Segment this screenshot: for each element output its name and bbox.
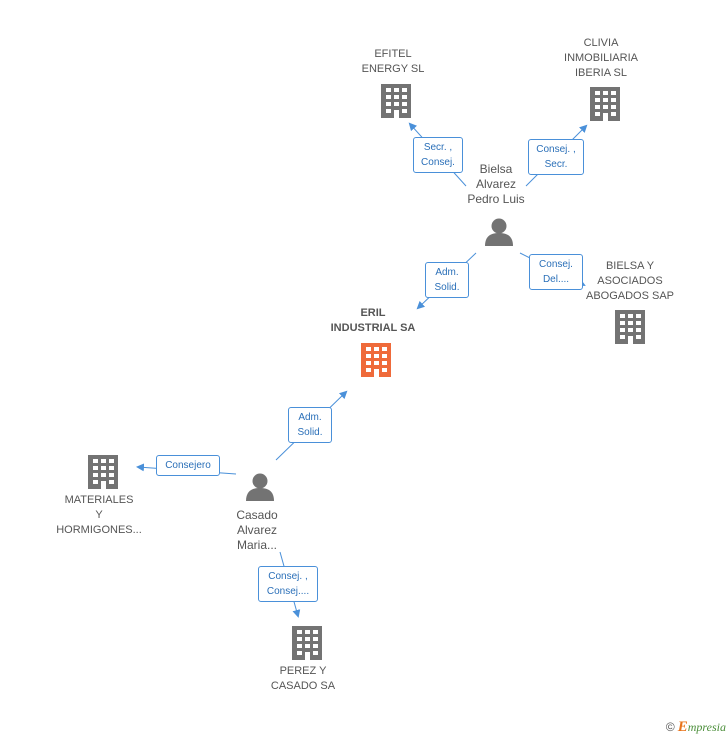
bielsa-person-icon[interactable] [485, 218, 513, 247]
casado-person-icon[interactable] [246, 473, 274, 502]
edge-label-bielsa-eril[interactable]: Adm. Solid. [425, 262, 469, 298]
bielsa-person-label[interactable]: Bielsa Alvarez Pedro Luis [467, 162, 525, 206]
clivia-building-icon[interactable] [590, 87, 620, 121]
perez-building-icon[interactable] [292, 626, 322, 660]
edge-label-bielsa-clivia[interactable]: Consej. , Secr. [528, 139, 584, 175]
copyright-symbol: © [665, 720, 675, 734]
empresia-logo: © Empresia [666, 719, 726, 736]
casado-person-label[interactable]: Casado Alvarez Maria... [236, 508, 278, 552]
bielsa-asociados-building-icon[interactable] [615, 310, 645, 344]
eril-building-icon[interactable] [361, 343, 391, 377]
edge-label-bielsa-asociados[interactable]: Consej. Del.... [529, 254, 583, 290]
perez-label[interactable]: PEREZ Y CASADO SA [270, 665, 336, 692]
efitel-building-icon[interactable] [381, 84, 411, 118]
edge-label-casado-perez[interactable]: Consej. , Consej.... [258, 566, 318, 602]
eril-label[interactable]: ERIL INDUSTRIAL SA [330, 307, 416, 334]
clivia-label[interactable]: CLIVIA INMOBILIARIA IBERIA SL [564, 37, 638, 79]
efitel-label[interactable]: EFITEL ENERGY SL [361, 48, 425, 75]
edge-label-casado-materiales[interactable]: Consejero [156, 455, 220, 476]
edge-label-casado-eril[interactable]: Adm. Solid. [288, 407, 332, 443]
bielsa-asociados-label[interactable]: BIELSA Y ASOCIADOS ABOGADOS SAP [585, 260, 675, 302]
materiales-building-icon[interactable] [88, 455, 118, 489]
materiales-label[interactable]: MATERIALES Y HORMIGONES... [56, 494, 142, 536]
edge-label-bielsa-efitel[interactable]: Secr. , Consej. [413, 137, 463, 173]
brand-name: mpresia [687, 720, 726, 734]
brand-initial: E [677, 719, 688, 735]
